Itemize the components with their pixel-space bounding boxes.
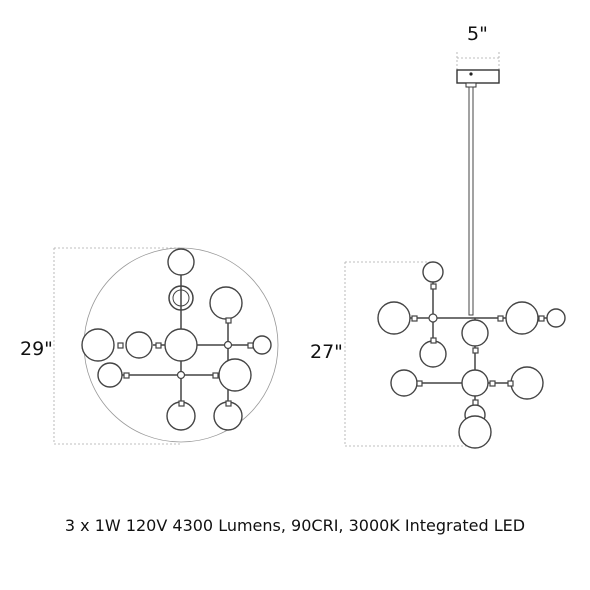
globe — [377, 301, 411, 335]
globe — [218, 358, 252, 392]
globe — [505, 301, 539, 335]
stem — [468, 86, 474, 316]
globe — [209, 286, 243, 320]
spec-caption: 3 x 1W 120V 4300 Lumens, 90CRI, 3000K In… — [64, 516, 526, 535]
globe — [422, 261, 444, 283]
top-view-ring — [168, 285, 194, 311]
height-dimension-line — [344, 261, 476, 447]
top-view-globes — [81, 248, 272, 431]
height-label: 27" — [310, 341, 343, 363]
globe — [510, 366, 544, 400]
globe — [461, 369, 489, 397]
canopy-width-label: 5" — [467, 23, 488, 45]
side-view — [344, 52, 566, 449]
globe — [164, 328, 198, 362]
diameter-dimension-line — [53, 247, 181, 445]
globe — [458, 415, 492, 449]
top-view — [53, 247, 279, 445]
globe — [81, 328, 115, 362]
globe — [252, 335, 272, 355]
globe — [546, 308, 566, 328]
side-view-globes — [377, 261, 566, 449]
globe — [419, 340, 447, 368]
globe — [390, 369, 418, 397]
globe — [97, 362, 123, 388]
globe — [125, 331, 153, 359]
globe — [461, 319, 489, 347]
top-view-joints — [117, 317, 254, 407]
canopy — [456, 69, 500, 84]
diameter-label: 29" — [20, 338, 53, 360]
side-view-joints — [411, 283, 545, 406]
globe — [167, 248, 195, 276]
canopy-dimension-line — [456, 52, 500, 70]
